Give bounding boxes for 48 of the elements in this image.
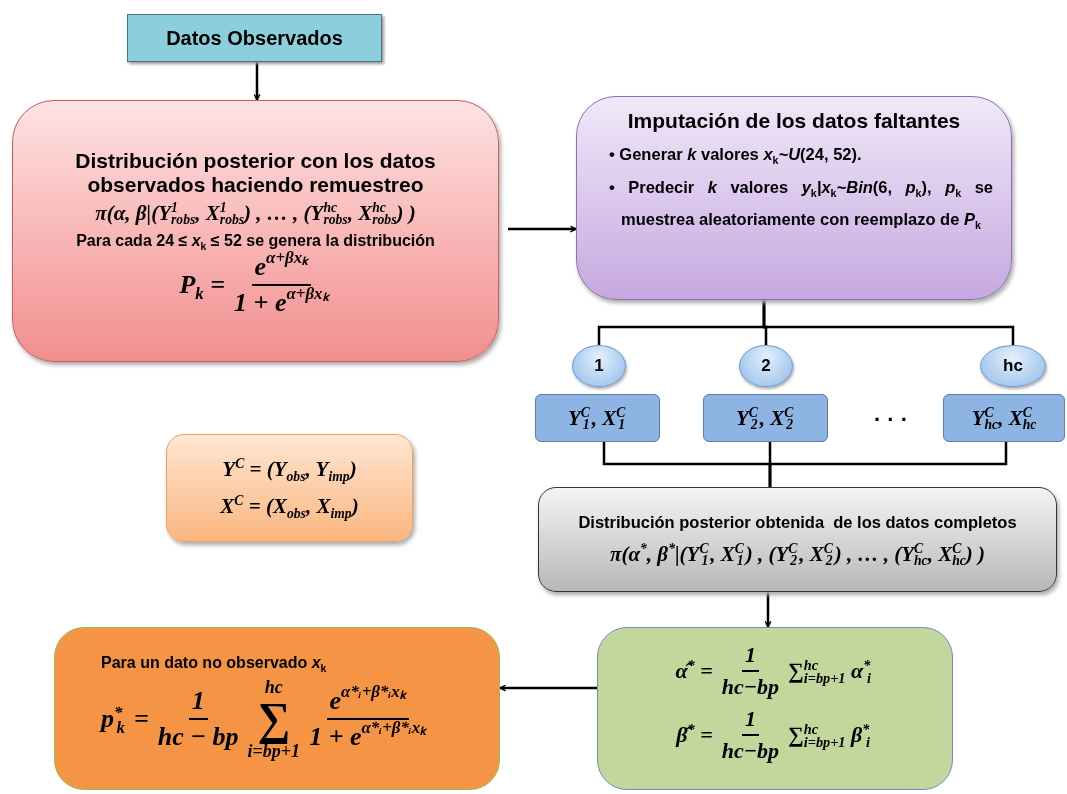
node-label: hc	[1003, 356, 1023, 376]
formula: p$^{*}$$_{k}$ =	[101, 704, 149, 734]
data-box	[535, 394, 660, 442]
fraction-denominator: 1 + e$^{α+βxₖ}$	[233, 285, 331, 318]
fraction-numerator: 1	[741, 642, 759, 672]
start-box	[127, 14, 382, 62]
ellipse-node	[572, 345, 626, 387]
result-box	[597, 627, 953, 790]
fraction-numerator: 1	[188, 686, 208, 720]
fraction-denominator: hc−bp	[720, 737, 781, 764]
data-box	[943, 394, 1065, 442]
sum-upper-limit: hc	[264, 678, 283, 696]
formula: Y$^{C}$ = (Y$_{obs}$, Y$_{imp}$)	[222, 457, 357, 482]
fraction-denominator: 1 + e$^{α*ᵢ+β*ᵢxₖ}$	[308, 720, 428, 752]
box-title: Imputación de los datos faltantes	[627, 109, 961, 133]
fraction-numerator: 1	[741, 706, 759, 736]
fraction-numerator: e$^{α+βxₖ}$	[251, 251, 312, 286]
node-label: 2	[761, 356, 771, 376]
result-box	[54, 627, 500, 790]
connector-line	[762, 300, 1015, 345]
definition-box	[166, 434, 413, 542]
bullet-item: • Predecir k valores y$_{k}$|x$_{k}$~Bin(6, p$_{k}$), p$_{k}$ se muestrea aleatoriamente con reemplazo de P$_{k}$	[609, 177, 993, 233]
ellipse-node	[739, 345, 793, 387]
box-text: Datos Observados	[166, 26, 343, 50]
ellipse-node	[980, 345, 1046, 387]
arrow	[764, 592, 772, 628]
box-text: Para cada 24 ≤ x$_{k}$ ≤ 52 se genera la distribución	[76, 231, 435, 250]
fraction-denominator: hc−bp	[720, 673, 781, 700]
bullet-item: • Generar k valores x$_{k}$~U(24, 52).	[609, 144, 863, 169]
arrow	[508, 225, 577, 233]
arrow	[253, 62, 261, 101]
ellipsis-label: · · ·	[872, 406, 910, 434]
formula: X$^{C}$ = (X$_{obs}$, X$_{imp}$)	[220, 494, 359, 519]
formula: π(α, β|(Y$^{1}$$_{robs}$, X$^{1}$$_{robs}$) , … , (Y$^{hc}$$_{robs}$, X$^{hc}$$_{robs}$) )	[95, 200, 416, 226]
process-box	[538, 487, 1057, 592]
arrow	[499, 684, 597, 692]
fraction-denominator: hc − bp	[156, 721, 240, 752]
node-label: 1	[594, 356, 604, 376]
process-box	[12, 100, 499, 362]
box-text: Para un dato no observado x$_{k}$	[101, 654, 327, 672]
formula: P$_{k}$ =	[179, 269, 226, 300]
formula: π(α$^{*}$, β$^{*}$|(Y$^{C}$$_{1}$, X$^{C}$$_{1}$) , (Y$^{C}$$_{2}$, X$^{C}$$_{2}$) , … , (Y$^{C}$$_{hc}$, X$^{C}$$_{hc}$) )	[609, 541, 986, 567]
summation-sign: ∑	[257, 696, 291, 742]
box-title: Distribución posterior obtenida de los datos completos	[578, 512, 1017, 532]
process-box	[576, 96, 1012, 300]
data-box	[703, 394, 828, 442]
connector-line	[768, 442, 1008, 487]
fraction-numerator: e$^{α*ᵢ+β*ᵢxₖ}$	[326, 686, 409, 720]
